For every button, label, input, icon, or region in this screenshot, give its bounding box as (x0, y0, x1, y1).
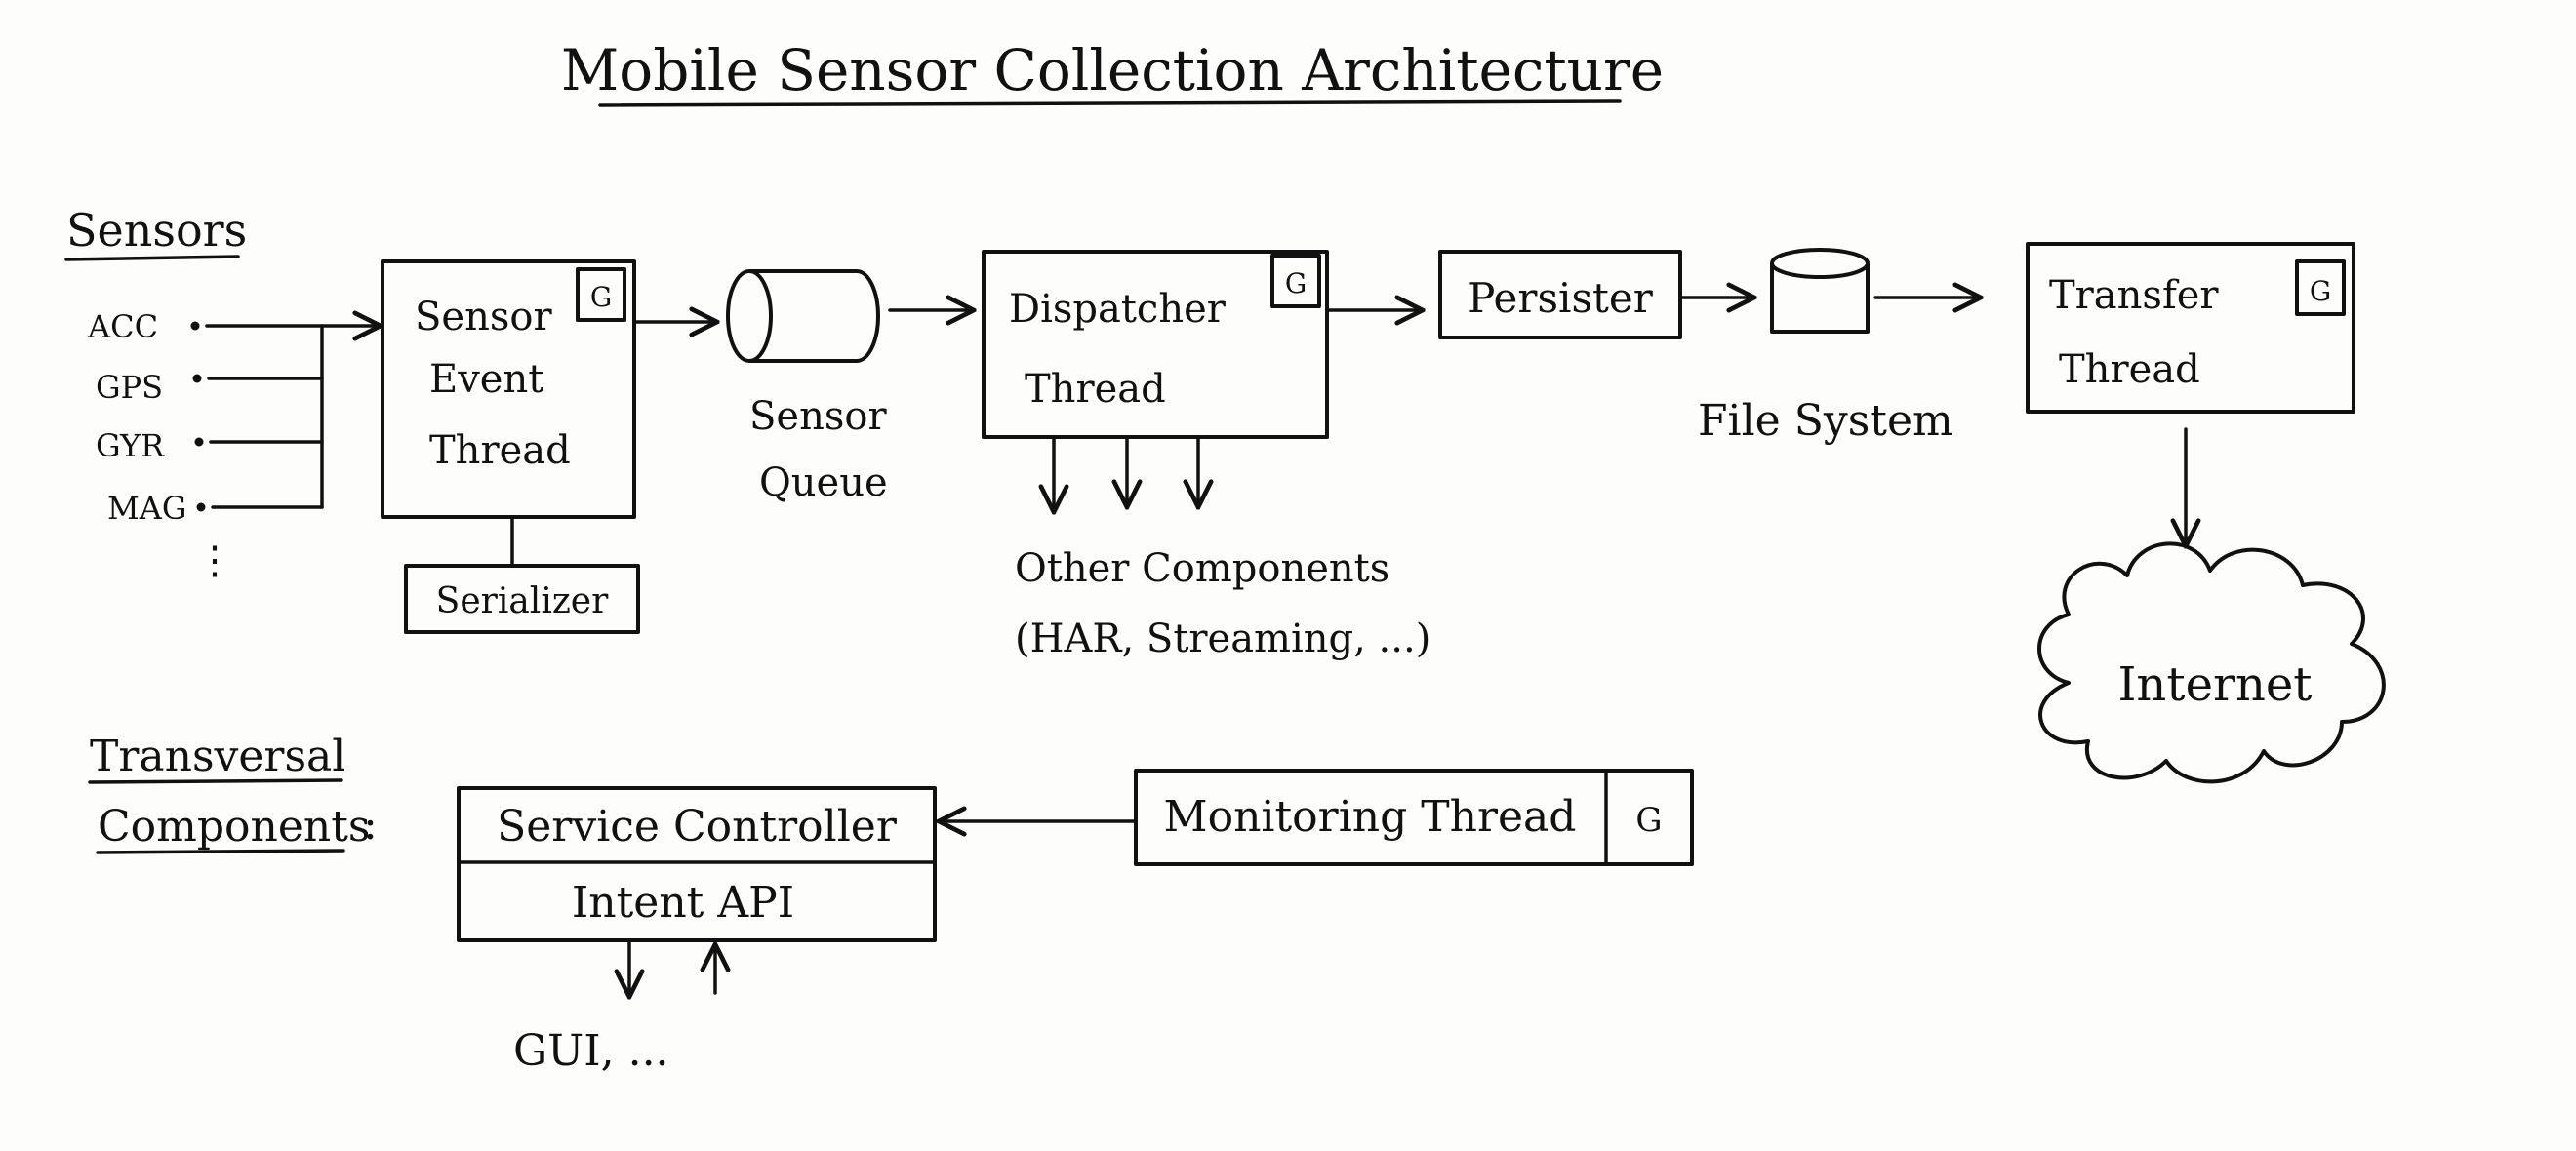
transfer-thread: G Transfer Thread (2026, 242, 2355, 414)
file-system: File System (1698, 248, 1953, 446)
transfer-thread-box (2026, 242, 2355, 414)
monitoring-thread: Monitoring Thread G (1134, 769, 1694, 866)
sensor-mag-label: MAG (107, 490, 186, 527)
sensor-queue-cylinder-cap (726, 269, 773, 363)
sensor-acc-dot (190, 321, 200, 331)
sensor-event-thread-label-line1: Sensor (415, 295, 552, 339)
sensor-event-thread-marker-box (576, 267, 626, 322)
monitoring-thread-box (1134, 769, 1694, 866)
file-system-cylinder-top (1770, 248, 1870, 279)
sensor-event-thread-marker: G (590, 281, 612, 313)
dispatcher-thread-label-line1: Dispatcher (1009, 287, 1227, 332)
sensor-queue-label-line1: Sensor (749, 394, 887, 439)
persister-label: Persister (1468, 274, 1654, 322)
monitoring-thread-marker: G (1635, 801, 1662, 840)
sensor-event-thread-label-line2: Event (429, 357, 543, 402)
other-components-label-line2: (HAR, Streaming, ...) (1015, 616, 1430, 661)
transversal-label-line1: Transversal (90, 732, 345, 781)
dispatcher-thread-label-line2: Thread (1025, 367, 1166, 412)
dispatcher-thread-box (982, 250, 1329, 439)
internet-label: Internet (2117, 657, 2312, 712)
sensor-acc-label: ACC (87, 308, 158, 345)
sensor-queue: Sensor Queue (726, 269, 888, 505)
persister: Persister (1438, 250, 1682, 339)
dispatcher-thread-marker-box (1270, 254, 1321, 308)
transversal-colon: : (363, 800, 378, 850)
sensors-underline (64, 255, 240, 261)
sensor-gps-dot (192, 374, 202, 383)
transfer-thread-label-line2: Thread (2059, 347, 2200, 392)
sensor-gyr-label: GYR (96, 427, 165, 464)
sensor-queue-label-line2: Queue (759, 460, 888, 505)
sensor-more-ellipsis: ⋮ (195, 538, 234, 583)
transfer-thread-marker-box (2295, 259, 2346, 316)
sensor-event-thread: G Sensor Event Thread (381, 259, 636, 519)
service-controller: Service Controller Intent API (457, 786, 937, 942)
dispatcher-thread-marker: G (1285, 267, 1307, 299)
sensors-label: Sensors (66, 204, 247, 257)
monitoring-thread-label: Monitoring Thread (1164, 792, 1577, 842)
sensor-queue-cylinder-body (749, 269, 880, 363)
sensor-list: ACC GPS GYR MAG ⋮ (87, 308, 381, 583)
other-components-label-line1: Other Components (1015, 546, 1389, 591)
service-controller-box (457, 786, 937, 942)
service-controller-label: Service Controller (497, 802, 898, 852)
sensor-gps-label: GPS (96, 369, 163, 406)
transversal-underline-1 (88, 778, 343, 784)
transfer-thread-marker: G (2310, 275, 2331, 307)
title-underline (598, 99, 1622, 107)
dispatcher-thread: G Dispatcher Thread (982, 250, 1329, 439)
diagram-title: Mobile Sensor Collection Architecture (561, 37, 1664, 103)
sensor-mag-dot (196, 502, 206, 512)
gui-label: GUI, ... (513, 1026, 669, 1076)
serializer-box (404, 564, 640, 634)
intent-api-label: Intent API (572, 878, 794, 928)
persister-box (1438, 250, 1682, 339)
transversal-underline-2 (96, 849, 345, 854)
sensor-event-thread-box (381, 259, 636, 519)
internet-cloud-shape (2037, 541, 2386, 784)
internet-cloud: Internet (2037, 541, 2386, 784)
transfer-thread-label-line1: Transfer (2049, 273, 2219, 318)
serializer-label: Serializer (436, 581, 609, 621)
file-system-cylinder-body (1770, 263, 1870, 334)
serializer: Serializer (404, 564, 640, 634)
transversal-label-line2: Components (98, 802, 371, 852)
file-system-label: File System (1698, 396, 1953, 446)
sensor-gyr-dot (194, 437, 204, 447)
sensor-event-thread-label-line3: Thread (429, 428, 571, 473)
